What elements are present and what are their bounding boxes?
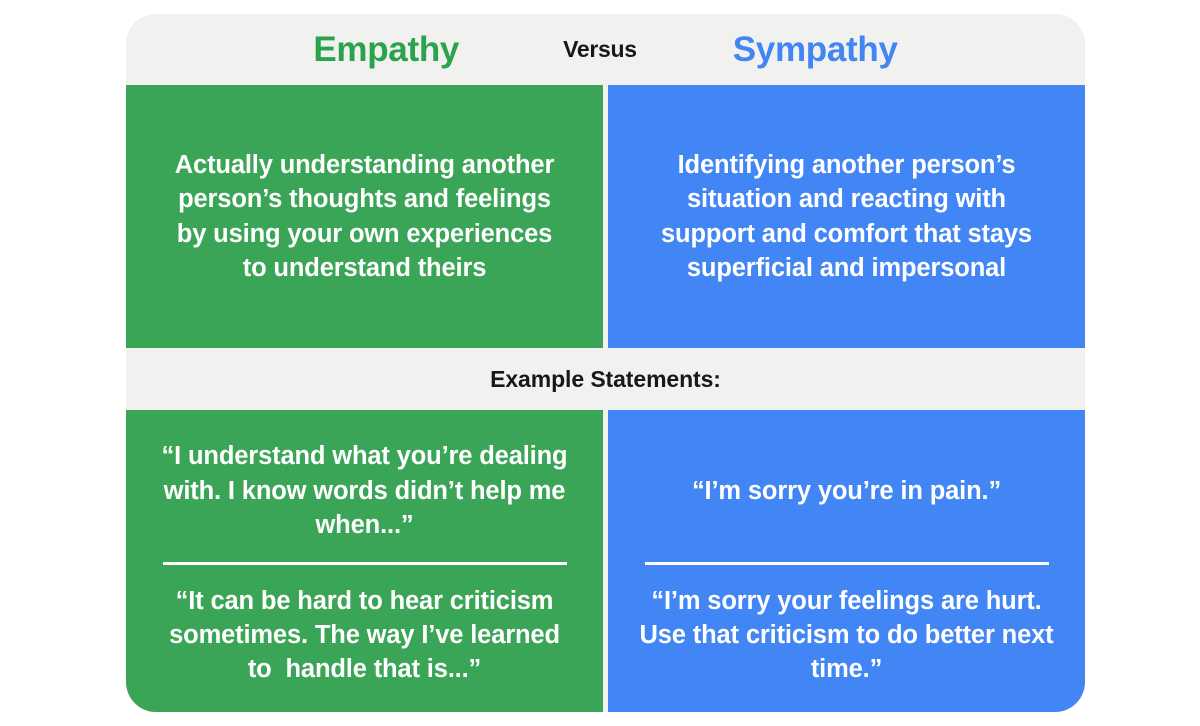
- empathy-quote-divider: [162, 561, 567, 565]
- header-title-sympathy: Sympathy: [732, 29, 898, 69]
- example-statements-band: Example Statements:: [126, 348, 1085, 410]
- empathy-definition-panel: Actually understanding another person’s …: [126, 85, 603, 348]
- empathy-quote-2: “It can be hard to hear criticism someti…: [169, 586, 567, 684]
- comparison-card: Empathy Versus Sympathy Actually underst…: [126, 14, 1085, 712]
- definitions-row: Actually understanding another person’s …: [126, 85, 1085, 348]
- sympathy-examples-panel: “I’m sorry you’re in pain.” “I’m sorry y…: [608, 410, 1085, 712]
- sympathy-quote-1-block: “I’m sorry you’re in pain.”: [636, 420, 1057, 562]
- sympathy-quote-2: “I’m sorry your feelings are hurt. Use t…: [639, 586, 1061, 684]
- empathy-quote-1-block: “I understand what you’re dealing with. …: [154, 420, 575, 562]
- sympathy-quote-2-block: “I’m sorry your feelings are hurt. Use t…: [636, 565, 1057, 707]
- empathy-definition-text: Actually understanding another person’s …: [174, 150, 555, 282]
- header-title-versus: Versus: [563, 36, 637, 62]
- sympathy-quote-1: “I’m sorry you’re in pain.”: [691, 476, 1002, 505]
- example-statements-label: Example Statements:: [490, 365, 721, 392]
- card-header: Empathy Versus Sympathy: [126, 14, 1085, 85]
- sympathy-definition-panel: Identifying another person’s situation a…: [608, 85, 1085, 348]
- sympathy-definition-text: Identifying another person’s situation a…: [661, 150, 1032, 282]
- header-title-empathy: Empathy: [313, 29, 460, 69]
- empathy-examples-panel: “I understand what you’re dealing with. …: [126, 410, 603, 712]
- sympathy-quote-divider: [644, 561, 1049, 565]
- examples-row: “I understand what you’re dealing with. …: [126, 410, 1085, 712]
- empathy-quote-2-block: “It can be hard to hear criticism someti…: [154, 565, 575, 707]
- empathy-quote-1: “I understand what you’re dealing with. …: [161, 442, 575, 539]
